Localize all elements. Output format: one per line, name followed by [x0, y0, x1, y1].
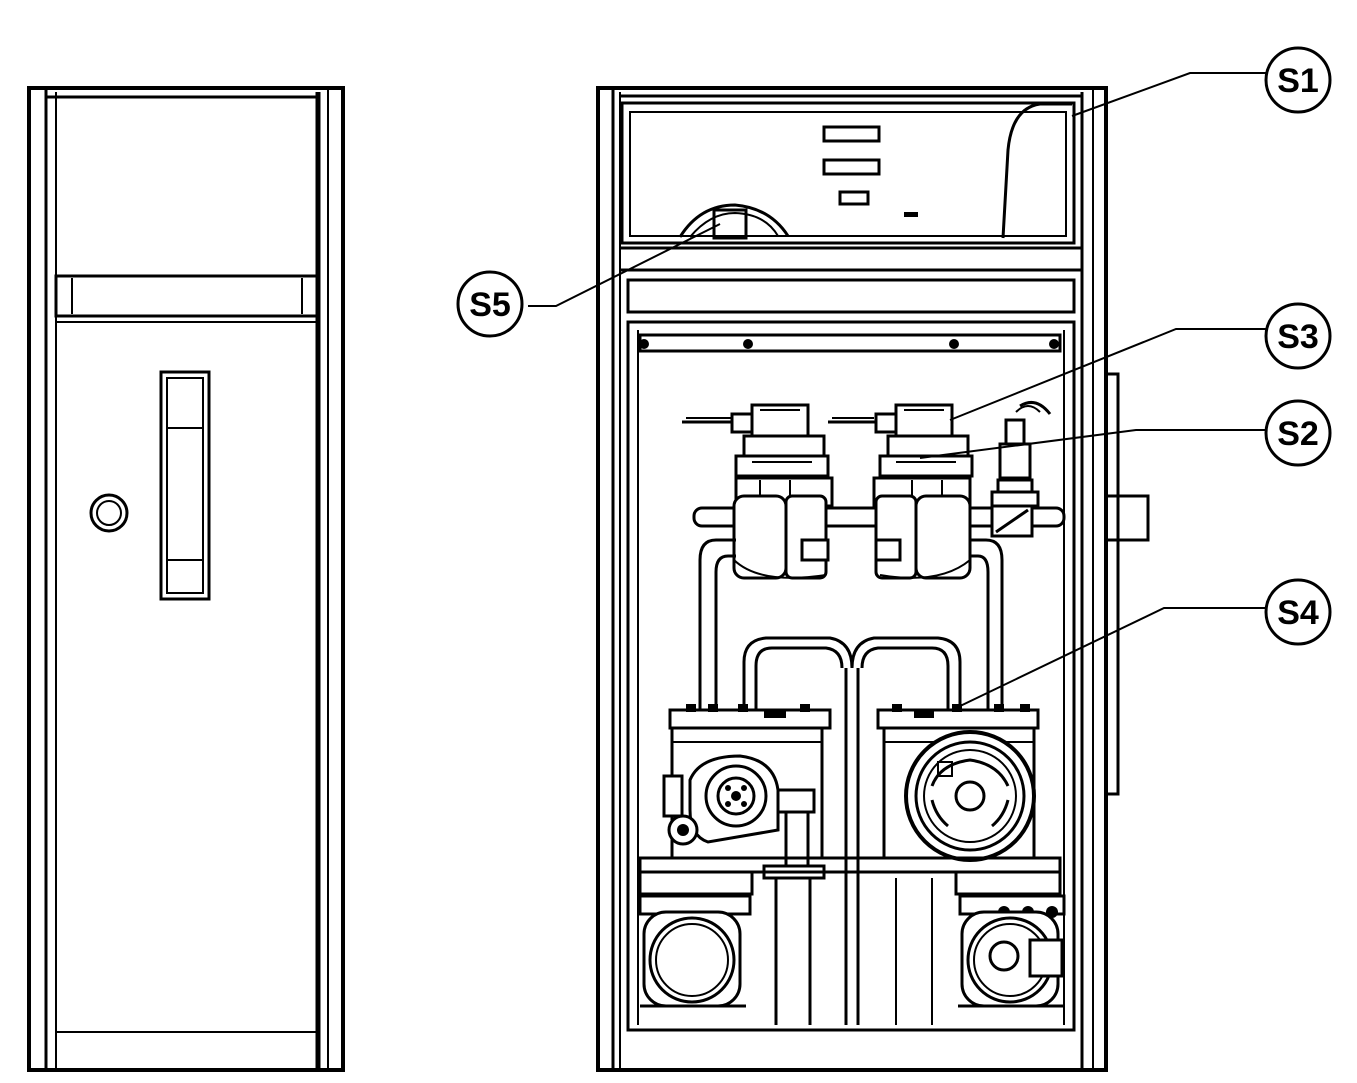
solenoid-valve-left	[682, 403, 834, 580]
lock-knob-icon	[89, 493, 129, 533]
pump-right	[876, 704, 1040, 862]
pump-left	[662, 704, 832, 868]
callout-s4-label: S4	[1277, 594, 1319, 632]
callout-s1: S1	[1264, 46, 1332, 114]
motor-right	[958, 894, 1066, 1008]
door-handle	[159, 370, 211, 601]
motor-left	[638, 894, 752, 1008]
pressure-switch	[990, 400, 1052, 538]
callout-s2-label: S2	[1277, 415, 1319, 453]
callout-s2: S2	[1264, 399, 1332, 467]
control-panel	[620, 101, 1076, 245]
callout-s3-label: S3	[1277, 318, 1319, 356]
callout-s5: S5	[456, 270, 524, 338]
callout-s5-label: S5	[469, 286, 511, 324]
solenoid-valve-right	[828, 403, 974, 580]
callout-s4: S4	[1264, 578, 1332, 646]
leader-lines	[528, 72, 1266, 709]
callout-s1-label: S1	[1277, 62, 1319, 100]
callout-s3: S3	[1264, 302, 1332, 370]
open-cabinet	[596, 86, 1150, 1072]
closed-cabinet	[27, 86, 345, 1072]
